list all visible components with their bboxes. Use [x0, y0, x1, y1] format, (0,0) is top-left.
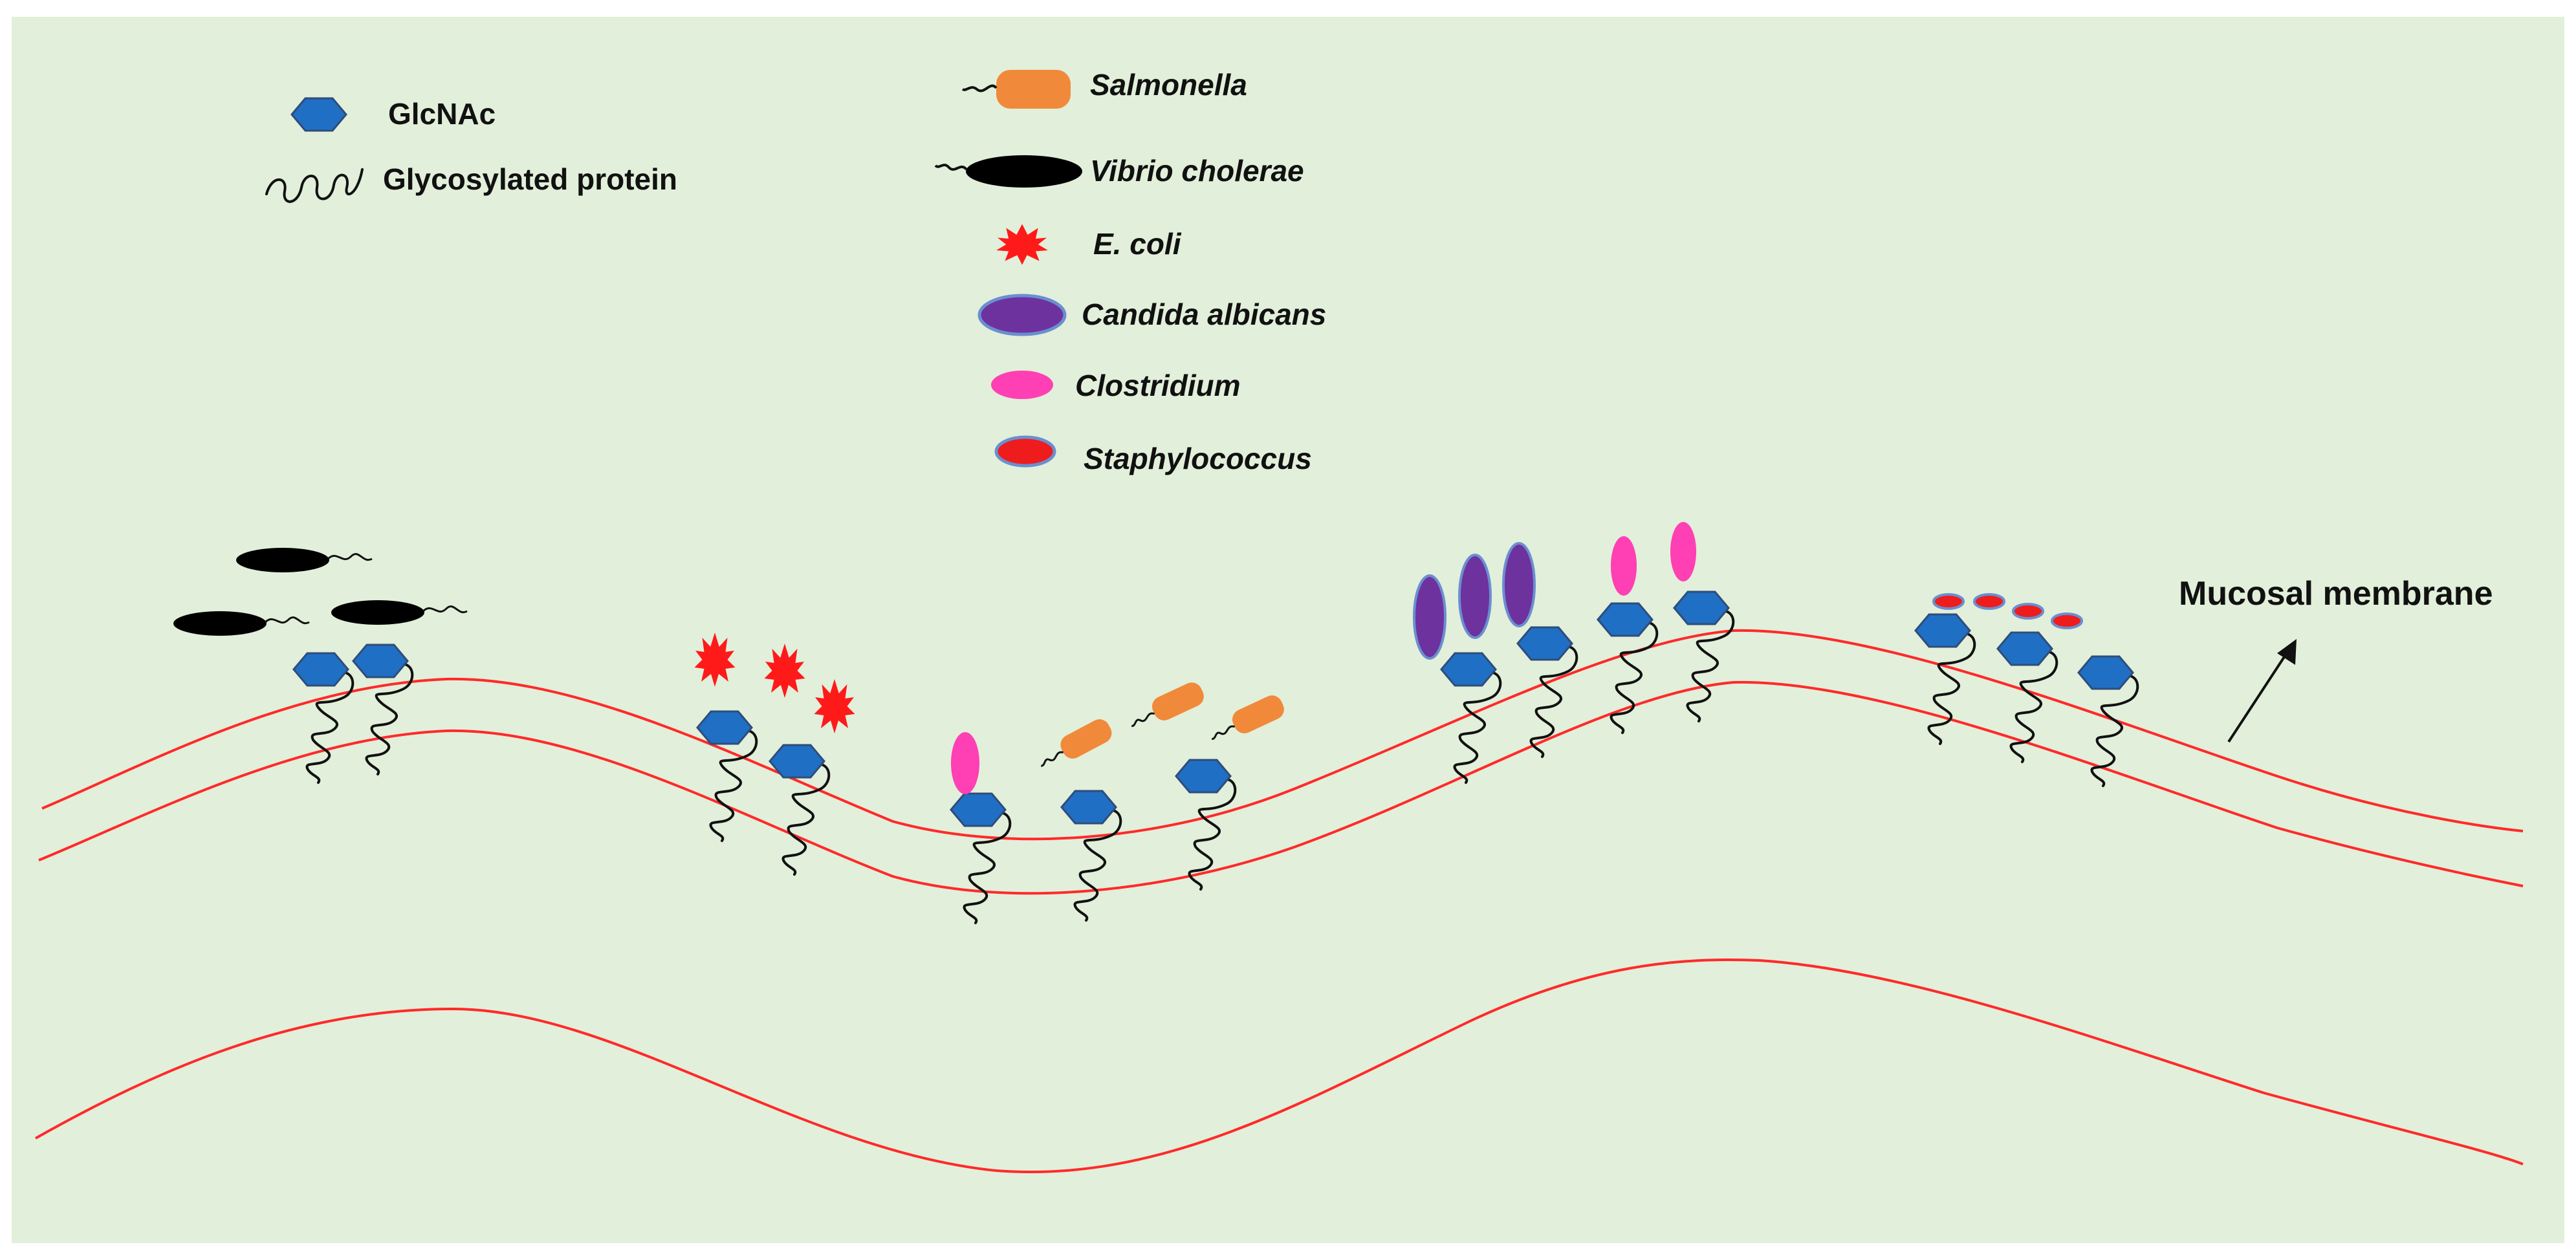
clostridium-cluster	[1611, 522, 1696, 596]
legend-label-glcnac: GlcNAc	[388, 97, 496, 131]
legend-label-e-coli: E. coli	[1093, 227, 1182, 261]
legend-item-glcnac: GlcNAc	[290, 97, 496, 132]
oval-icon	[977, 294, 1067, 336]
legend-label-staphylococcus: Staphylococcus	[1084, 442, 1312, 475]
candida-albicans-cluster	[1413, 542, 1536, 660]
legend-item-e-coli: E. coli	[996, 224, 1182, 265]
oval-icon	[991, 371, 1053, 399]
staphylococcus-cell	[2012, 603, 2044, 620]
arrow-icon	[2227, 649, 2290, 743]
flagellum-icon	[934, 164, 968, 171]
coil-icon	[265, 168, 364, 203]
candida-albicans-cell	[1458, 554, 1492, 639]
membrane-label: Mucosal membrane	[2179, 575, 2493, 612]
staphylococcus-cell	[1932, 593, 1965, 610]
legend-item-glycosylated-protein: Glycosylated protein	[265, 162, 677, 203]
legend: GlcNAc Glycosylated protein Salmonella V…	[265, 68, 1326, 475]
membrane-callout: Mucosal membrane	[2179, 575, 2493, 743]
legend-label-clostridium: Clostridium	[1075, 369, 1241, 402]
oval-icon	[994, 435, 1056, 468]
membrane-bottom-line	[35, 958, 2524, 1174]
flagellated-oval-icon	[966, 155, 1082, 188]
membrane-outer-line	[41, 629, 2524, 841]
candida-albicans-cell	[1502, 542, 1536, 627]
staphylococcus-cluster	[1932, 593, 2083, 629]
clostridium-cell	[1670, 522, 1696, 581]
legend-label-candida-albicans: Candida albicans	[1082, 298, 1326, 331]
arrowhead-icon	[2277, 639, 2297, 665]
legend-item-vibrio-cholerae: Vibrio cholerae	[934, 154, 1304, 188]
staphylococcus-cell	[1973, 593, 2005, 610]
legend-label-glycosylated-protein: Glycosylated protein	[383, 162, 677, 196]
flagellum-icon	[961, 84, 998, 92]
clostridium-cell	[951, 732, 979, 794]
membrane-inner-line	[38, 680, 2524, 895]
staphylococcus-cell	[2051, 612, 2083, 629]
legend-item-staphylococcus: Staphylococcus	[994, 435, 1312, 475]
rod-bacterium-icon	[996, 70, 1071, 109]
legend-item-clostridium: Clostridium	[991, 369, 1241, 402]
mucosal-membrane	[35, 629, 2524, 1174]
legend-item-candida-albicans: Candida albicans	[977, 294, 1326, 336]
diagram-background	[12, 17, 2564, 1243]
candida-albicans-cell	[1413, 574, 1446, 660]
legend-label-salmonella: Salmonella	[1090, 68, 1247, 102]
clostridium-cell	[1611, 536, 1637, 596]
legend-item-salmonella: Salmonella	[961, 68, 1247, 109]
legend-label-vibrio-cholerae: Vibrio cholerae	[1090, 154, 1304, 188]
